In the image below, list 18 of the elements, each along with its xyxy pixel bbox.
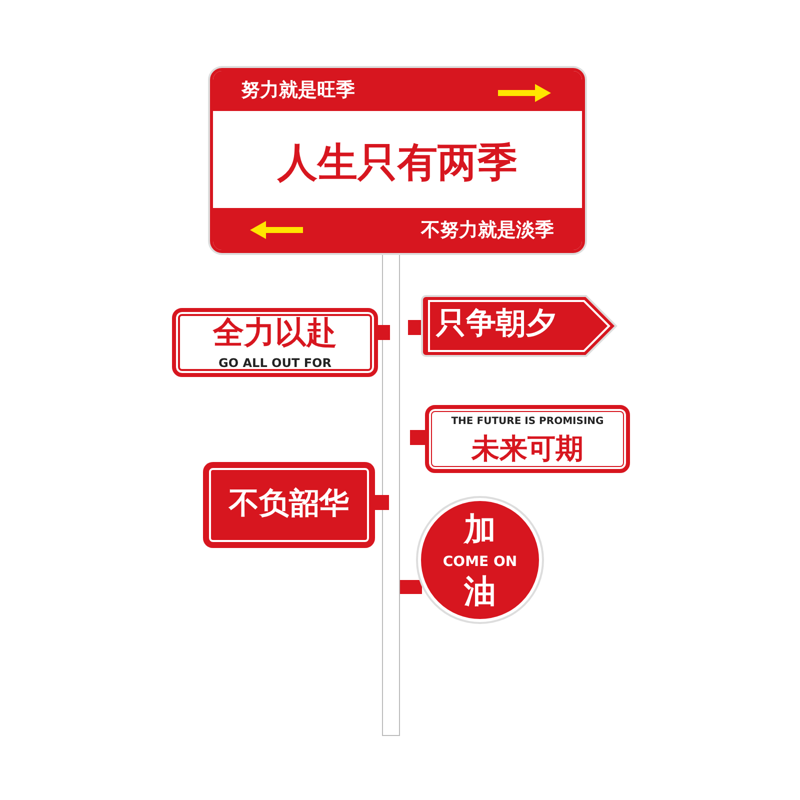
sign-board: [210, 68, 585, 253]
sign-board: [425, 405, 630, 473]
sign-text: 只争朝夕: [436, 309, 556, 339]
sign-board: [172, 308, 378, 377]
sign-text: 未来可期: [472, 435, 584, 463]
arrow-sign: [420, 294, 618, 358]
sign-text: THE FUTURE IS PROMISING: [451, 417, 604, 427]
sign-text: 不负韶华: [229, 489, 349, 519]
sign-text: 不努力就是淡季: [421, 221, 554, 240]
sign-text: 全力以赴: [213, 318, 337, 349]
sign-text: COME ON: [442, 555, 518, 569]
sign-text: 油: [464, 575, 496, 607]
signpost-pole: [382, 252, 400, 736]
sign-text: GO ALL OUT FOR: [218, 357, 332, 369]
sign-board: [203, 462, 375, 548]
sign-text: 加: [464, 513, 496, 545]
sign-text: 努力就是旺季: [241, 81, 355, 100]
sign-text: 人生只有两季: [278, 143, 518, 183]
